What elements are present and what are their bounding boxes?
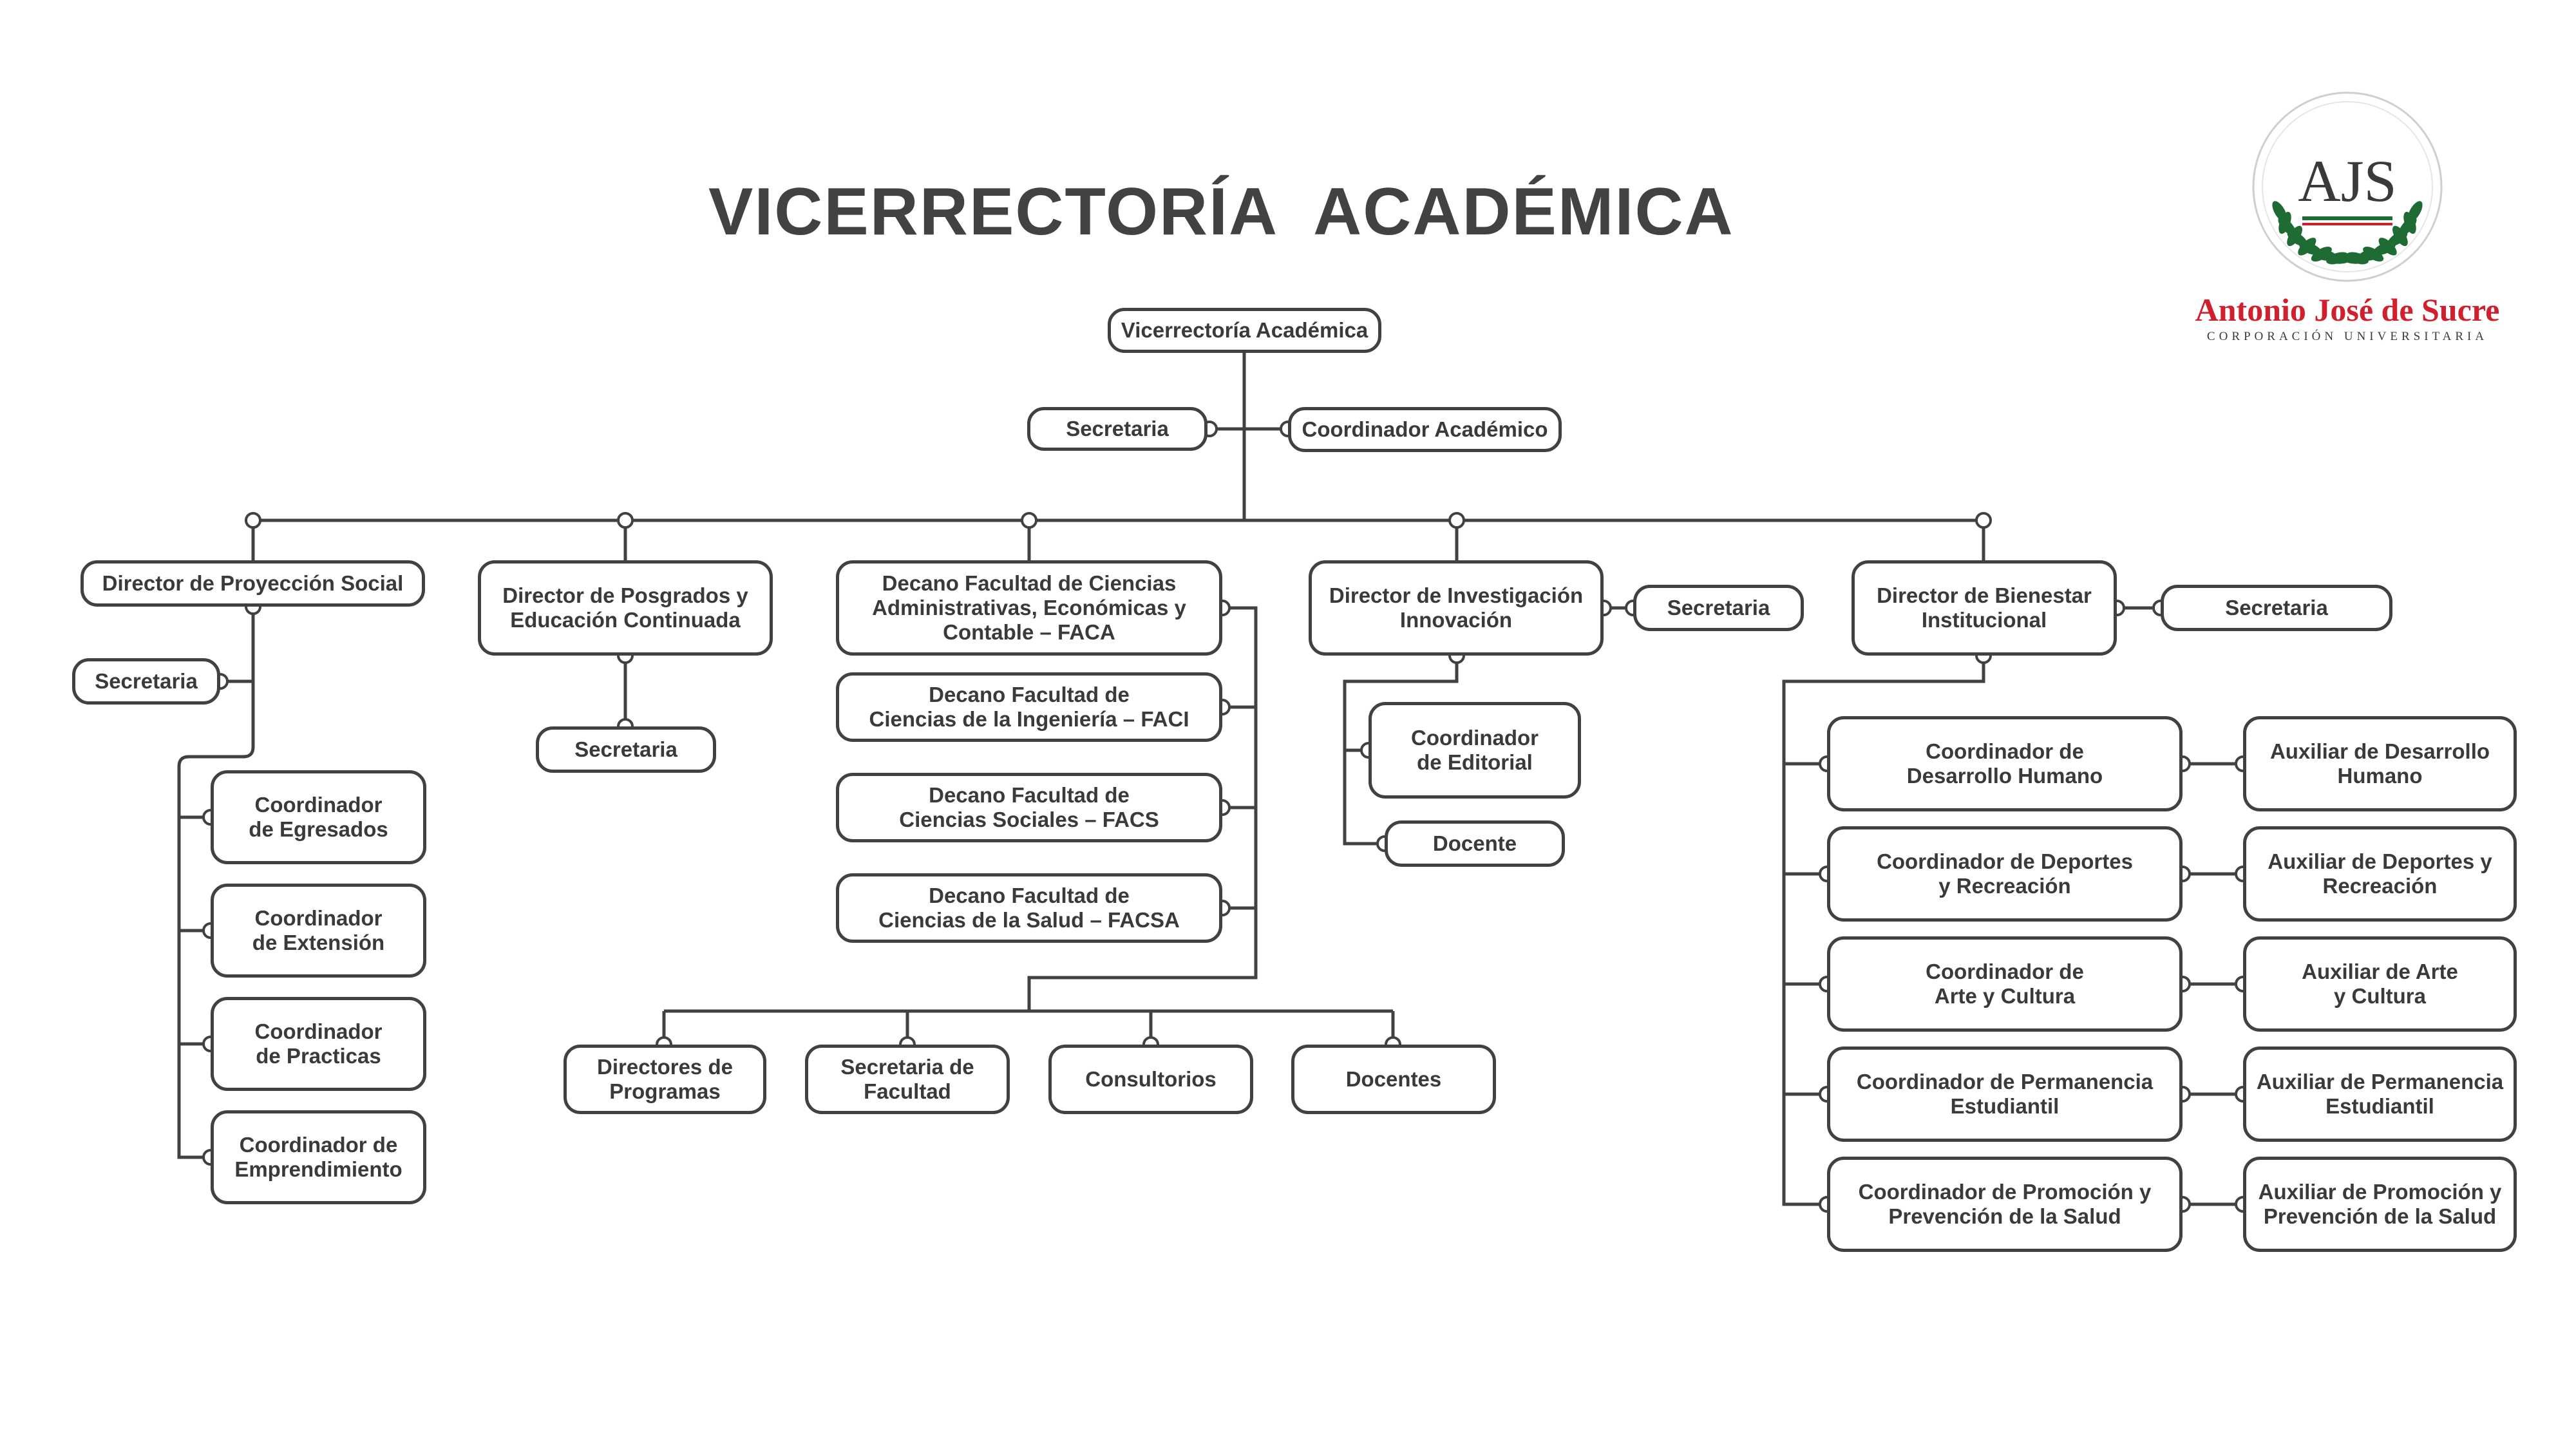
node-decano-faci: Decano Facultad de Ciencias de la Ingeni… <box>836 672 1222 742</box>
node-coordinador-egresados: Coordinador de Egresados <box>211 770 426 864</box>
connector-node <box>1021 512 1037 529</box>
node-coordinador-deportes: Coordinador de Deportes y Recreación <box>1827 826 2183 922</box>
connector-node <box>617 512 634 529</box>
laurel-leaf <box>2326 252 2349 265</box>
node-coordinador-academico: Coordinador Académico <box>1288 407 1562 452</box>
node-secretaria-investigacion: Secretaria <box>1633 585 1804 631</box>
laurel-leaf <box>2311 247 2332 262</box>
connector-line <box>1343 656 1459 846</box>
node-vicerrectoria: Vicerrectoría Académica <box>1108 308 1381 353</box>
laurel-leaf <box>2403 211 2416 234</box>
node-docente: Docente <box>1385 820 1565 867</box>
node-auxiliar-arte-cultura: Auxiliar de Arte y Cultura <box>2243 936 2517 1032</box>
laurel-seal-icon: AJS <box>2252 91 2443 282</box>
node-auxiliar-desarrollo-humano: Auxiliar de Desarrollo Humano <box>2243 716 2517 811</box>
node-coordinador-practicas: Coordinador de Practicas <box>211 997 426 1091</box>
node-decano-facs: Decano Facultad de Ciencias Sociales – F… <box>836 773 1222 842</box>
laurel-leaf <box>2346 252 2369 265</box>
node-director-investigacion: Director de Investigación Innovación <box>1309 560 1604 656</box>
node-secretaria-proyeccion: Secretaria <box>72 658 220 705</box>
node-auxiliar-deportes: Auxiliar de Deportes y Recreación <box>2243 826 2517 922</box>
node-secretaria-bienestar: Secretaria <box>2161 585 2392 631</box>
node-auxiliar-promocion: Auxiliar de Promoción y Prevención de la… <box>2243 1157 2517 1252</box>
logo-name: Antonio José de Sucre <box>2195 292 2500 328</box>
connector-node <box>1448 512 1465 529</box>
logo-monogram: AJS <box>2298 148 2396 214</box>
laurel-leaf <box>2363 247 2384 262</box>
node-director-proyeccion-social: Director de Proyección Social <box>80 560 425 607</box>
node-coordinador-permanencia: Coordinador de Permanencia Estudiantil <box>1827 1046 2183 1142</box>
laurel-leaf <box>2278 211 2291 234</box>
node-coordinador-desarrollo-humano: Coordinador de Desarrollo Humano <box>1827 716 2183 811</box>
connector-line <box>662 606 1395 1045</box>
connector-node <box>1975 512 1992 529</box>
laurel-leaf <box>2392 225 2408 247</box>
node-auxiliar-permanencia: Auxiliar de Permanencia Estudiantil <box>2243 1046 2517 1142</box>
node-coordinador-editorial: Coordinador de Editorial <box>1368 702 1581 799</box>
connector-line <box>177 607 255 1159</box>
node-secretaria-vicerrectoria: Secretaria <box>1027 407 1208 451</box>
university-logo: AJS Antonio José de Sucre CORPORACIÓN UN… <box>2164 90 2531 348</box>
logo-subtitle: CORPORACIÓN UNIVERSITARIA <box>2206 330 2488 343</box>
node-coordinador-emprendimiento: Coordinador de Emprendimiento <box>211 1110 426 1204</box>
node-decano-facsa: Decano Facultad de Ciencias de la Salud … <box>836 873 1222 943</box>
laurel-leaf <box>2378 238 2397 256</box>
node-coordinador-promocion: Coordinador de Promoción y Prevención de… <box>1827 1157 2183 1252</box>
laurel-leaf <box>2287 225 2302 247</box>
node-decano-faca: Decano Facultad de Ciencias Administrati… <box>836 560 1222 656</box>
node-secretaria-facultad: Secretaria de Facultad <box>805 1045 1010 1114</box>
chart-title: VICERRECTORÍA ACADÉMICA <box>708 175 1734 249</box>
node-coordinador-extension: Coordinador de Extensión <box>211 884 426 978</box>
connector-line <box>1782 656 1985 1206</box>
node-director-bienestar: Director de Bienestar Institucional <box>1852 560 2117 656</box>
node-secretaria-posgrados: Secretaria <box>536 726 716 773</box>
node-director-posgrados: Director de Posgrados y Educación Contin… <box>478 560 773 656</box>
node-coordinador-arte-cultura: Coordinador de Arte y Cultura <box>1827 936 2183 1032</box>
connector-node <box>245 512 261 529</box>
node-docentes: Docentes <box>1291 1045 1496 1114</box>
node-directores-programas: Directores de Programas <box>564 1045 766 1114</box>
laurel-leaf <box>2298 238 2316 256</box>
node-consultorios: Consultorios <box>1048 1045 1253 1114</box>
